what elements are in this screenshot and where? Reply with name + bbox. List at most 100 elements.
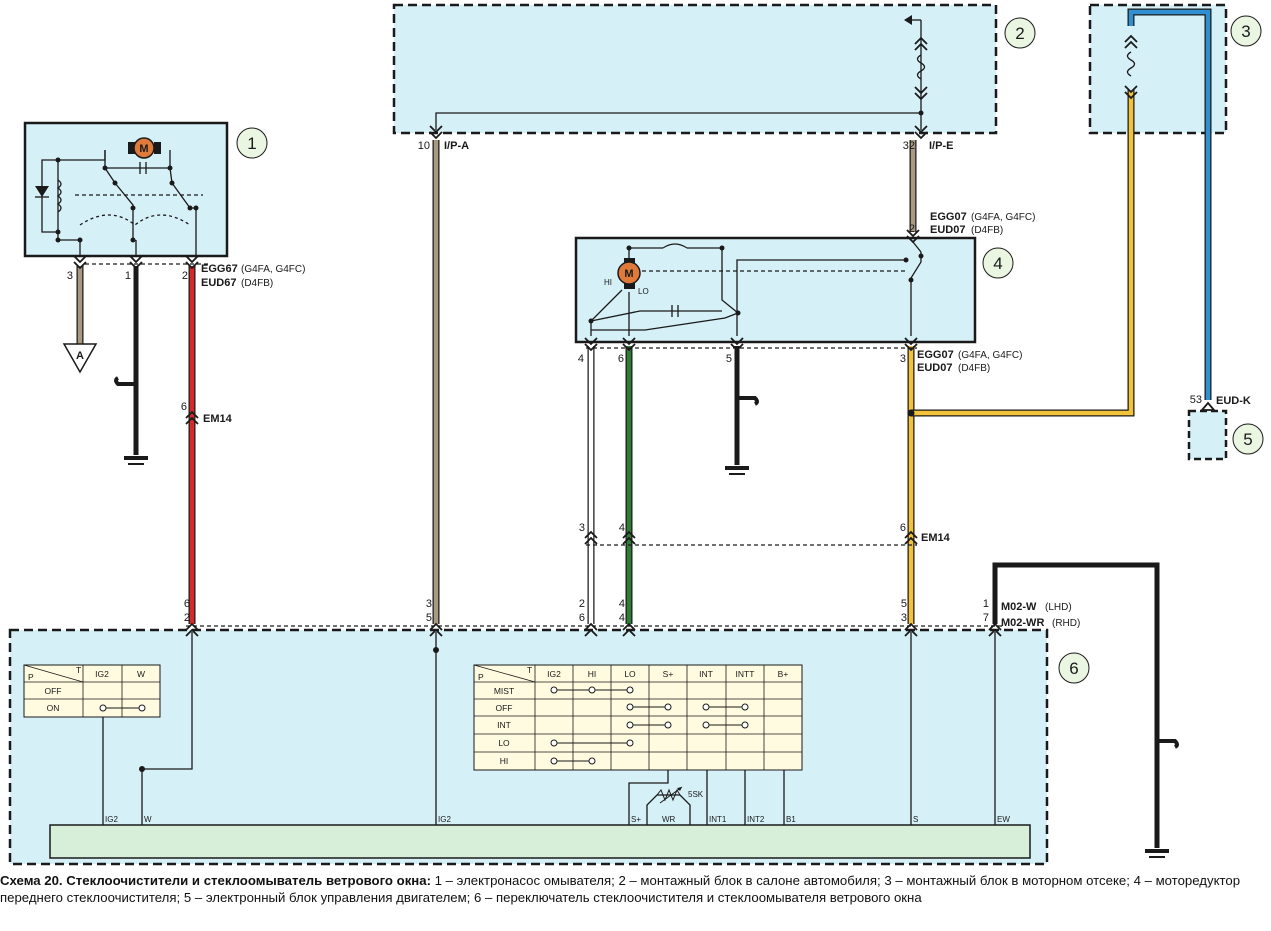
svg-text:6: 6 [184, 598, 190, 610]
svg-text:INT2: INT2 [747, 815, 765, 824]
callout-3: 3 [1230, 15, 1262, 47]
engine-ecu-block [1187, 409, 1228, 461]
ground-switch [1145, 739, 1179, 858]
svg-text:IG2: IG2 [95, 669, 109, 679]
svg-text:5SK: 5SK [688, 790, 704, 799]
svg-text:2: 2 [184, 612, 190, 624]
svg-text:10: 10 [418, 140, 430, 152]
callouts: 1 2 3 4 5 6 [236, 15, 1264, 684]
switch-control-bar [49, 824, 1031, 859]
chevrons-block2 [429, 36, 928, 140]
svg-text:32: 32 [903, 140, 915, 152]
svg-text:I/P-E: I/P-E [929, 140, 953, 152]
wiper-washer-wiring-diagram: 1 2 3 4 5 6 [8, 3, 1264, 866]
wire-switch-ew-black [992, 562, 1160, 848]
junction-dots [55, 110, 924, 772]
block2-arrow [904, 15, 912, 25]
svg-text:P: P [478, 672, 484, 682]
svg-text:EUD07: EUD07 [930, 224, 965, 236]
svg-text:6: 6 [1069, 659, 1078, 678]
svg-text:5: 5 [726, 353, 732, 365]
svg-text:W: W [137, 669, 145, 679]
svg-text:4: 4 [993, 254, 1002, 273]
svg-text:1: 1 [125, 270, 131, 282]
svg-text:(G4FA, G4FC): (G4FA, G4FC) [971, 212, 1035, 223]
svg-text:EM14: EM14 [921, 532, 951, 544]
svg-text:1: 1 [983, 598, 989, 610]
control-bar-labels: IG2 W IG2 S+ WR INT1 INT2 B1 S EW [105, 815, 1010, 824]
ground-symbols: A [62, 343, 1179, 858]
svg-text:IG2: IG2 [438, 815, 451, 824]
svg-text:3: 3 [67, 270, 73, 282]
svg-text:ON: ON [47, 703, 60, 713]
svg-text:INT1: INT1 [709, 815, 727, 824]
svg-text:4: 4 [619, 598, 625, 610]
svg-text:2: 2 [182, 270, 188, 282]
svg-text:M02-WR: M02-WR [1001, 617, 1044, 629]
svg-text:EM14: EM14 [203, 413, 233, 425]
interior-junction-block [392, 3, 998, 135]
svg-text:LO: LO [498, 738, 510, 748]
svg-text:3: 3 [579, 522, 585, 534]
caption-title: Схема 20. Стеклоочистители и стеклоомыва… [0, 873, 431, 888]
connector-labels: 3 1 2 EGG67 (G4FA, G4FC) EUD67 (D4FB) 6 … [67, 140, 1251, 629]
svg-text:1: 1 [247, 134, 256, 153]
svg-text:P: P [28, 672, 34, 682]
wiper-motor: M HI LO [604, 258, 649, 296]
switch-table-big: P T IG2 HI LO S+ INT INTT B+ MIST OFF IN… [473, 664, 803, 771]
switch-table-small: P T IG2 W OFF ON [23, 664, 161, 718]
svg-text:W: W [144, 815, 152, 824]
callout-5: 5 [1232, 423, 1264, 455]
svg-text:EUD67: EUD67 [201, 277, 236, 289]
svg-text:WR: WR [662, 815, 676, 824]
svg-text:EGG67: EGG67 [201, 263, 238, 275]
svg-text:HI: HI [604, 278, 612, 287]
svg-text:6: 6 [181, 401, 187, 413]
chevrons-motor [584, 229, 920, 352]
ground-pump [114, 376, 148, 465]
svg-text:T: T [527, 665, 532, 675]
wires [76, 8, 1212, 848]
svg-text:IG2: IG2 [105, 815, 118, 824]
svg-text:LO: LO [638, 287, 649, 296]
resistor: 5SK [656, 786, 704, 804]
svg-text:HI: HI [500, 756, 509, 766]
svg-text:4: 4 [619, 522, 625, 534]
svg-text:T: T [76, 665, 81, 675]
svg-text:5: 5 [901, 598, 907, 610]
svg-text:6: 6 [579, 612, 585, 624]
svg-text:6: 6 [900, 522, 906, 534]
svg-text:EW: EW [997, 815, 1010, 824]
svg-text:53: 53 [1190, 394, 1202, 406]
svg-text:M: M [624, 268, 633, 280]
svg-text:3: 3 [426, 598, 432, 610]
svg-text:B+: B+ [778, 669, 789, 679]
svg-text:2: 2 [1015, 24, 1024, 43]
svg-text:MIST: MIST [494, 686, 514, 696]
svg-text:2: 2 [909, 223, 915, 235]
svg-text:(D4FB): (D4FB) [971, 225, 1003, 236]
svg-text:3: 3 [901, 612, 907, 624]
svg-text:4: 4 [578, 353, 584, 365]
wiper-motor-block [574, 236, 977, 344]
pump-motor: M [128, 137, 161, 159]
svg-text:S+: S+ [631, 815, 641, 824]
svg-text:5: 5 [426, 612, 432, 624]
chevrons-block3 [1124, 34, 1138, 100]
washer-pump-block [23, 121, 229, 258]
svg-text:OFF: OFF [45, 686, 62, 696]
ground-motor [725, 396, 759, 475]
svg-text:OFF: OFF [496, 703, 513, 713]
figure-caption: Схема 20. Стеклоочистители и стеклоомыва… [0, 873, 1262, 906]
svg-text:S: S [913, 815, 918, 824]
svg-text:(D4FB): (D4FB) [958, 363, 990, 374]
svg-text:(LHD): (LHD) [1045, 602, 1072, 613]
svg-text:EUD-K: EUD-K [1216, 395, 1251, 407]
callout-4: 4 [982, 247, 1014, 279]
svg-text:I/P-A: I/P-A [444, 140, 469, 152]
svg-text:M: M [139, 143, 148, 155]
switch-contacts [550, 686, 749, 765]
svg-text:M02-W: M02-W [1001, 601, 1037, 613]
svg-text:A: A [76, 350, 84, 362]
svg-text:EGG07: EGG07 [930, 211, 967, 223]
